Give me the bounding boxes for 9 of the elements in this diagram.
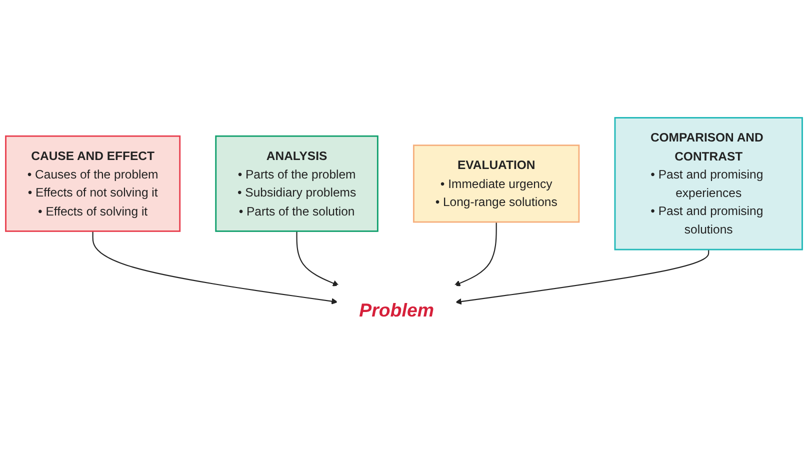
arrow [455,250,710,306]
arrow [296,232,339,287]
node-box: EVALUATION • Immediate urgency • Long-range solutions [412,145,580,224]
arrow [454,222,497,287]
arrow [92,232,338,305]
node-box: COMPARISON AND CONTRAST • Past and promising experiences • Past and promising solutions [614,118,803,251]
node-box: ANALYSIS • Parts of the problem • Subsidiary problems • Parts of the solution [215,136,378,232]
node-text: Problem [359,300,434,322]
node-box: CAUSE AND EFFECT • Causes of the problem • Effects of not solving it • Effects of solving it [5,136,181,232]
